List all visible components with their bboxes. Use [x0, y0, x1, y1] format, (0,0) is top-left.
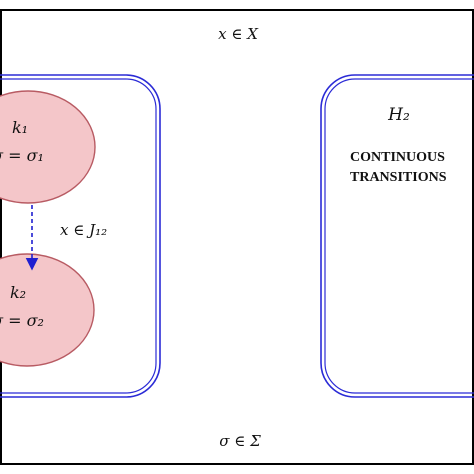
right-panel-inner-border — [324, 78, 474, 394]
right-panel-outer-border — [320, 74, 474, 398]
right-panel-name: H₂ — [387, 105, 410, 125]
left-panel-outer-border — [0, 74, 161, 398]
node-k2-condition: σ = σ₂ — [0, 311, 44, 330]
node-k1 — [0, 90, 96, 204]
node-k2 — [0, 253, 95, 367]
jump-guard-label: x ∈ J₁₂ — [60, 221, 107, 239]
continuous-label: CONTINUOUS — [350, 150, 445, 165]
mode-set-label: σ ∈ Σ — [219, 432, 261, 450]
left-panel-inner-border — [0, 78, 157, 394]
state-space-label: x ∈ X — [218, 25, 259, 43]
node-k1-condition: σ = σ₁ — [0, 146, 44, 165]
outer-frame — [0, 9, 474, 465]
node-k1-name: k₁ — [12, 118, 28, 137]
node-k2-name: k₂ — [10, 283, 26, 302]
transitions-label: TRANSITIONS — [350, 170, 447, 185]
